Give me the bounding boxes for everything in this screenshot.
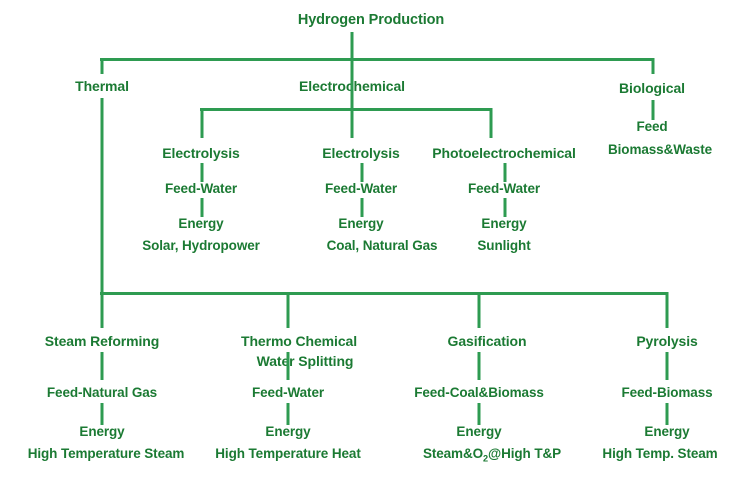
node-photoelectrochemical: Photoelectrochemical (432, 145, 576, 161)
node-biological: Biological (619, 80, 685, 96)
connector-electrolysis-solar-to-feed (200, 163, 203, 182)
connector-bus-to-electrolysis-1 (200, 108, 203, 138)
connector-steam-reforming-to-feed (100, 352, 104, 380)
node-feed-biomass: Feed-Biomass (621, 385, 713, 400)
bus-level1-horizontal (100, 58, 654, 61)
node-energy-source-thermo-chemical: High Temperature Heat (215, 446, 361, 461)
gasification-energy-pre: Steam&O (422, 446, 484, 461)
connector-biological-to-feed (651, 100, 654, 120)
connector-bus-to-steam-reforming (100, 292, 103, 328)
bus-thermal-horizontal (100, 292, 668, 295)
node-electrolysis-solar: Electrolysis (162, 145, 240, 161)
connector-gasification-to-feed (477, 352, 481, 380)
node-feed-water-thermo-chemical: Feed-Water (251, 385, 325, 400)
node-thermo-chemical-line1: Thermo Chemical (241, 333, 357, 349)
node-energy-label-coal: Energy (338, 216, 384, 231)
connector-root-to-level1 (350, 32, 354, 60)
connector-pyrolysis-to-feed (665, 352, 669, 380)
node-electrolysis-coal: Electrolysis (322, 145, 400, 161)
connector-bus-to-thermal (100, 58, 103, 74)
node-thermal: Thermal (75, 78, 129, 94)
connector-feed-to-energy-solar (200, 198, 203, 217)
connector-bus-to-photoelectrochemical (489, 108, 492, 138)
bus-electrochemical-horizontal (200, 108, 492, 111)
connector-feed-to-energy-sunlight (503, 198, 506, 217)
node-energy-source-pyrolysis: High Temp. Steam (602, 446, 718, 461)
root-node-hydrogen-production: Hydrogen Production (297, 12, 445, 28)
node-energy-source-coal: Coal, Natural Gas (326, 238, 438, 253)
node-thermo-chemical-line2: Water Splitting (256, 353, 354, 369)
connector-thermo-chemical-to-feed (286, 352, 290, 380)
connector-electrolysis-coal-to-feed (360, 163, 363, 182)
connector-photoelectrochemical-to-feed (503, 163, 506, 182)
gasification-energy-subscript: 2 (483, 453, 489, 464)
connector-bus-to-gasification (477, 292, 480, 328)
node-energy-label-steam-reforming: Energy (79, 424, 125, 439)
connector-bus-to-biological (651, 58, 654, 74)
node-energy-label-sunlight: Energy (481, 216, 527, 231)
node-biological-feed-label: Feed (636, 119, 668, 134)
node-energy-label-thermo-chemical: Energy (265, 424, 311, 439)
node-feed-natural-gas: Feed-Natural Gas (46, 385, 158, 400)
node-pyrolysis: Pyrolysis (636, 333, 698, 349)
connector-bus-to-pyrolysis (665, 292, 668, 328)
node-gasification: Gasification (447, 333, 527, 349)
node-energy-label-gasification: Energy (456, 424, 502, 439)
node-feed-water-coal: Feed-Water (324, 181, 398, 196)
gasification-energy-post: @High T&P (488, 446, 562, 461)
connector-bus-to-thermo-chemical (286, 292, 289, 328)
node-energy-source-sunlight: Sunlight (477, 238, 531, 253)
node-feed-coal-biomass: Feed-Coal&Biomass (414, 385, 544, 400)
node-biological-feed-source: Biomass&Waste (608, 142, 712, 157)
node-energy-source-solar: Solar, Hydropower (142, 238, 260, 253)
node-energy-label-pyrolysis: Energy (644, 424, 690, 439)
node-energy-source-steam-reforming: High Temperature Steam (27, 446, 185, 461)
node-energy-label-solar: Energy (178, 216, 224, 231)
connector-thermal-trunk (100, 98, 104, 294)
node-feed-water-solar: Feed-Water (164, 181, 238, 196)
connector-feed-to-energy-pyrolysis (665, 403, 669, 425)
connector-electrochemical-stem (350, 60, 354, 110)
node-feed-water-sunlight: Feed-Water (467, 181, 541, 196)
connector-feed-to-energy-steam-reforming (100, 403, 104, 425)
node-steam-reforming: Steam Reforming (44, 333, 160, 349)
node-energy-source-gasification: Steam&O2@High T&P (422, 446, 562, 464)
connector-feed-to-energy-coal (360, 198, 363, 217)
connector-bus-to-electrolysis-2 (350, 108, 354, 138)
connector-feed-to-energy-gasification (477, 403, 481, 425)
connector-feed-to-energy-thermo-chemical (286, 403, 290, 425)
